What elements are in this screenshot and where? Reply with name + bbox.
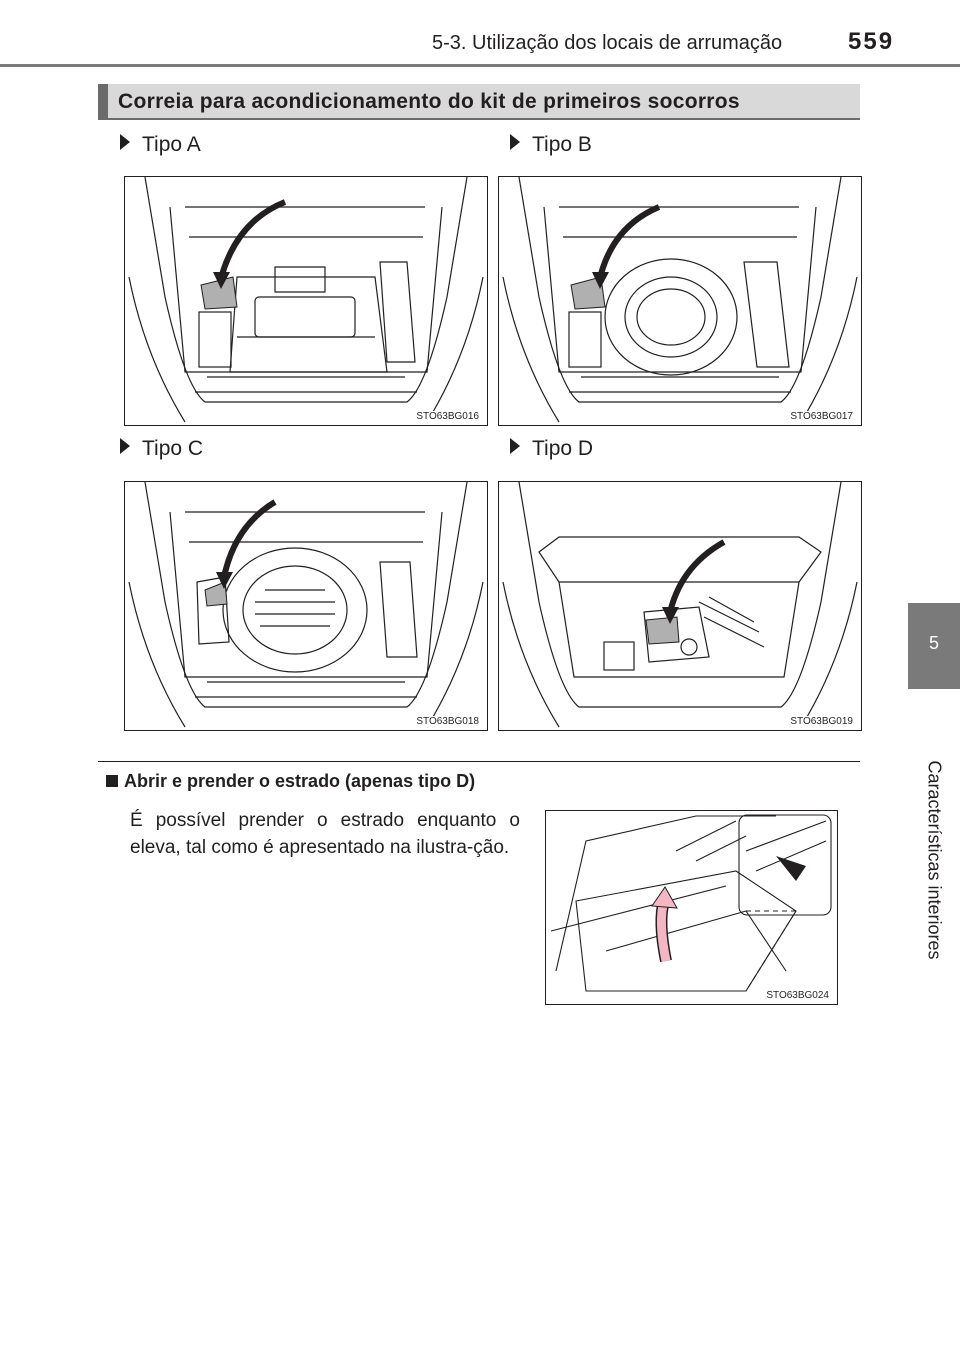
trunk-illustration-d	[502, 482, 858, 728]
section-heading: Correia para acondicionamento do kit de …	[118, 90, 740, 113]
triangle-bullet-icon	[510, 438, 520, 454]
figure-type-d: STO63BG019	[498, 481, 862, 731]
chapter-tab: 5	[908, 603, 960, 689]
section-heading-underline	[98, 118, 860, 120]
figure-type-c: STO63BG018	[124, 481, 488, 731]
section-heading-accent	[98, 84, 108, 118]
figure-deck-board: STO63BG024	[545, 810, 838, 1005]
figure-code: STO63BG024	[764, 990, 831, 1001]
section-divider	[98, 761, 860, 762]
trunk-illustration-a	[128, 177, 484, 423]
deck-board-illustration	[550, 814, 832, 992]
square-bullet-icon	[106, 775, 118, 787]
figure-label-b: Tipo B	[510, 133, 592, 157]
trunk-illustration-b	[502, 177, 858, 423]
figure-code: STO63BG017	[788, 411, 855, 422]
header-rule	[0, 64, 960, 67]
figure-label-a: Tipo A	[120, 133, 201, 157]
chapter-title: Características interiores	[924, 760, 945, 960]
figure-code: STO63BG019	[788, 716, 855, 727]
trunk-illustration-c	[128, 482, 484, 728]
body-paragraph: É possível prender o estrado enquanto o …	[130, 810, 520, 858]
triangle-bullet-icon	[510, 134, 520, 150]
subsection-heading: Abrir e prender o estrado (apenas tipo D…	[106, 771, 475, 792]
running-header-title: 5-3. Utilização dos locais de arrumação	[432, 32, 783, 54]
figure-type-b: STO63BG017	[498, 176, 862, 426]
chapter-number: 5	[928, 633, 939, 653]
figure-label-d: Tipo D	[510, 437, 593, 461]
figure-type-a: STO63BG016	[124, 176, 488, 426]
section-heading-bar	[98, 84, 860, 118]
triangle-bullet-icon	[120, 134, 130, 150]
figure-label-c: Tipo C	[120, 437, 203, 461]
triangle-bullet-icon	[120, 438, 130, 454]
figure-code: STO63BG016	[414, 411, 481, 422]
page-number: 559	[848, 28, 895, 55]
figure-code: STO63BG018	[414, 716, 481, 727]
